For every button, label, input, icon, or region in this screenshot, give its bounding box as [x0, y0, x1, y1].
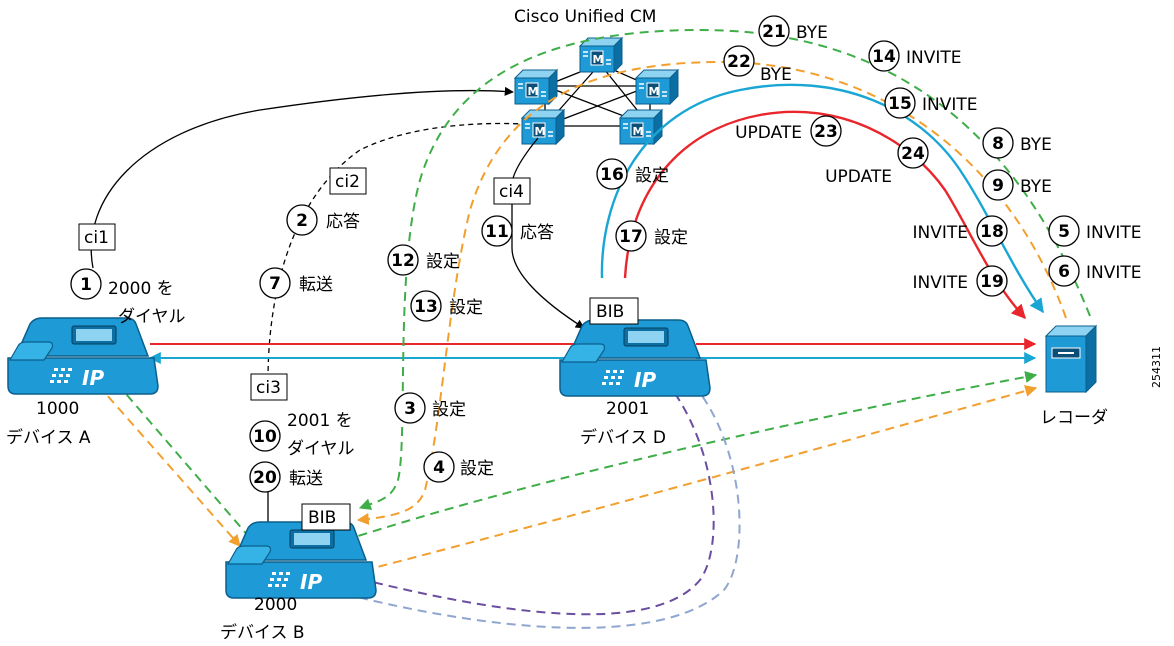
- step-12-label: 設定: [426, 252, 460, 272]
- step-14-label: INVITE: [906, 48, 962, 68]
- svg-text:ci4: ci4: [499, 182, 524, 202]
- media-b-rec-green: [329, 371, 1038, 546]
- step-15-number: 15: [888, 94, 912, 114]
- step-10-number: 10: [253, 427, 277, 447]
- step-17-number: 17: [619, 227, 643, 247]
- step-7-number: 7: [269, 274, 281, 294]
- cucm-server-icon: [579, 37, 623, 73]
- step-23-number: 23: [814, 122, 838, 142]
- step-11-number: 11: [485, 222, 509, 242]
- step-10-label: 2001 を: [287, 411, 353, 431]
- step-18-label: INVITE: [913, 223, 969, 243]
- step-9-number: 9: [992, 176, 1004, 196]
- box-ci3: ci3: [250, 373, 288, 401]
- svg-text:ci3: ci3: [256, 378, 281, 398]
- step-15-label: INVITE: [922, 95, 978, 115]
- box-bib-b: BIB: [301, 503, 351, 531]
- step-20-number: 20: [253, 468, 277, 488]
- step-17-label: 設定: [654, 228, 688, 248]
- device-b-number: 2000: [254, 595, 297, 615]
- step-24-label: UPDATE: [825, 167, 892, 187]
- figure-id: 254311: [1150, 346, 1163, 388]
- step-3-label: 設定: [432, 400, 466, 420]
- ci4-signaling-line: [511, 137, 585, 329]
- media-b-d-lightblue: [329, 369, 741, 629]
- media-a-b-green: [113, 379, 251, 539]
- device-b-name: デバイス B: [220, 622, 305, 643]
- box-ci1: ci1: [78, 223, 116, 251]
- step-7-label: 転送: [299, 275, 333, 295]
- svg-text:ci2: ci2: [335, 172, 360, 192]
- step-21-label: BYE: [796, 23, 828, 43]
- step-16-label: 設定: [635, 166, 669, 186]
- step-4-number: 4: [433, 458, 445, 478]
- step-18-number: 18: [980, 222, 1004, 242]
- signaling-cucm-b-orange: [356, 60, 1067, 525]
- step-20-label: 転送: [289, 469, 323, 489]
- step-4-label: 設定: [460, 459, 494, 479]
- step-21-number: 21: [762, 22, 786, 42]
- svg-text:ci1: ci1: [84, 228, 109, 248]
- media-b-d-purple: [344, 373, 715, 616]
- step-3-number: 3: [404, 399, 416, 419]
- signaling-cucm-rec-red: [623, 110, 1026, 320]
- svg-text:BIB: BIB: [596, 302, 624, 322]
- cucm-server-icon: [635, 69, 679, 105]
- device-b-phone-icon: [225, 521, 377, 599]
- step-12-number: 12: [391, 251, 415, 271]
- step-13-label: 設定: [449, 298, 483, 318]
- recorder-label: レコーダ: [1040, 408, 1108, 428]
- step-5-label: INVITE: [1086, 223, 1142, 243]
- step-6-label: INVITE: [1086, 263, 1142, 283]
- media-b-rec-orange: [334, 385, 1038, 579]
- cucm-server-icon: [514, 69, 558, 105]
- device-a-name: デバイス A: [6, 427, 91, 448]
- step-14-number: 14: [872, 47, 896, 67]
- step-24-number: 24: [901, 144, 925, 164]
- device-d-number: 2001: [606, 399, 649, 419]
- step-23-label: UPDATE: [735, 123, 802, 143]
- cucm-server-icon: [521, 109, 565, 145]
- step-2-number: 2: [296, 211, 308, 231]
- box-ci2: ci2: [329, 167, 367, 195]
- ci1-signaling-line: [90, 86, 514, 269]
- device-a-phone-icon: [7, 317, 159, 395]
- cucm-server-icon: [619, 109, 663, 145]
- step-19-number: 19: [980, 272, 1004, 292]
- step-16-number: 16: [600, 165, 624, 185]
- recorder-icon: [1045, 325, 1097, 393]
- step-1-number: 1: [80, 275, 92, 295]
- step-13-number: 13: [414, 297, 438, 317]
- device-d-name: デバイス D: [580, 427, 666, 448]
- step-6-number: 6: [1058, 262, 1070, 282]
- step-1-label: 2000 を: [108, 279, 174, 299]
- media-a-b-orange: [97, 384, 241, 547]
- step-22-label: BYE: [760, 65, 792, 85]
- step-10-label-2: ダイヤル: [287, 439, 355, 459]
- step-19-label: INVITE: [913, 273, 969, 293]
- box-bib-d: BIB: [589, 297, 639, 325]
- cluster-title: Cisco Unified CM: [514, 7, 656, 27]
- step-1-label-2: ダイヤル: [118, 307, 186, 327]
- device-d-phone-icon: [559, 319, 711, 397]
- step-8-number: 8: [992, 134, 1004, 154]
- device-a-number: 1000: [36, 399, 79, 419]
- signaling-cucm-b-green: [358, 28, 1091, 510]
- step-9-label: BYE: [1020, 177, 1052, 197]
- step-22-number: 22: [727, 52, 751, 72]
- box-ci4: ci4: [493, 177, 531, 205]
- step-11-label: 応答: [520, 223, 554, 243]
- step-5-number: 5: [1058, 222, 1070, 242]
- svg-text:BIB: BIB: [308, 508, 336, 528]
- step-8-label: BYE: [1020, 135, 1052, 155]
- step-2-label: 応答: [326, 212, 360, 232]
